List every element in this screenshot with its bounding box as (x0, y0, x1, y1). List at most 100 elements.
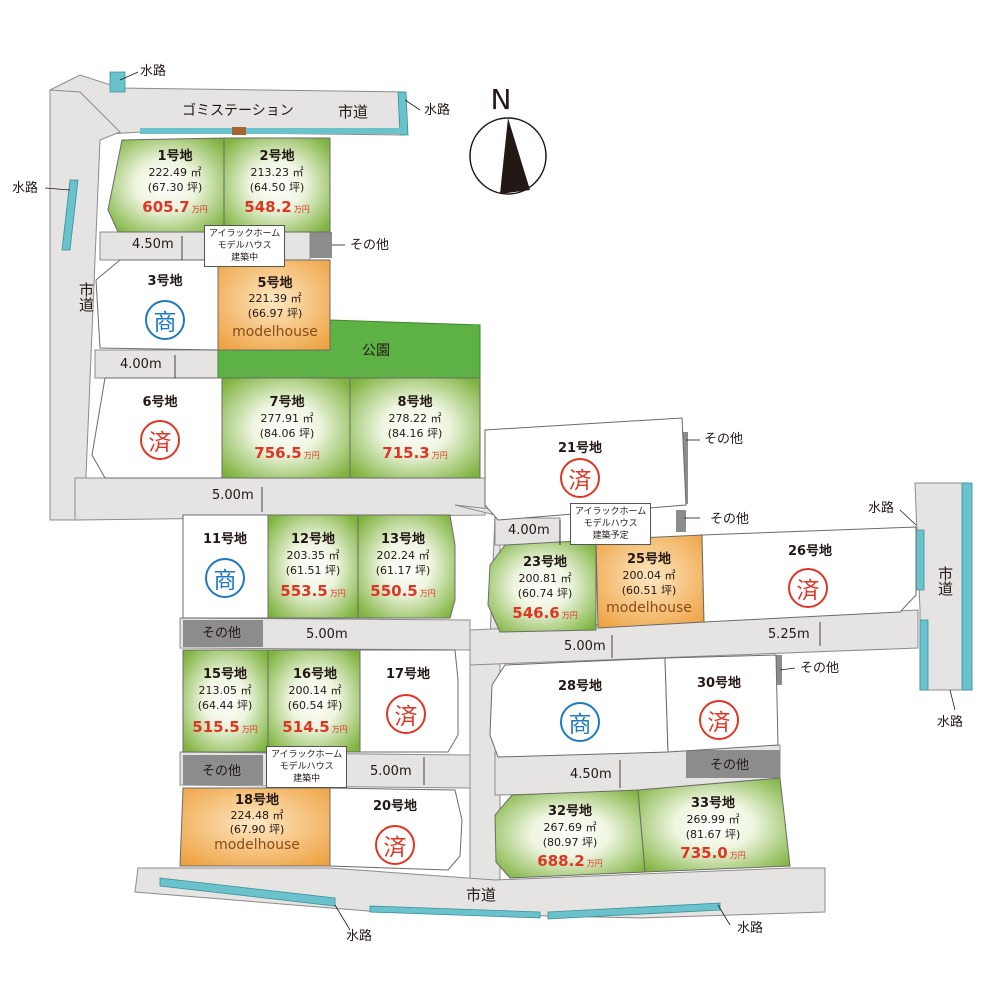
waterway-label-east: 水路 (868, 501, 895, 516)
lot-21-name[interactable]: 21号地 (557, 441, 603, 456)
lot-25-name[interactable]: 25号地 (626, 552, 672, 567)
lot-18-name[interactable]: 18号地 (234, 793, 280, 808)
other-label-11: その他 (202, 626, 242, 641)
lot-15-name[interactable]: 15号地 (202, 667, 248, 682)
callout-lot5: アイラックホーム モデルハウス 建築中 (204, 225, 286, 267)
lot-8-area: 278.22 ㎡ (388, 412, 442, 425)
lot-2-price-value: 548.2 (244, 198, 292, 216)
width-label-500-mid: 5.00m (306, 627, 348, 642)
lot-12-tsubo: (61.51 坪) (285, 564, 341, 577)
lot-30-sold-badge: 済 (699, 700, 739, 740)
width-label-500-main: 5.00m (212, 488, 254, 503)
width-label-525: 5.25m (768, 627, 810, 642)
lot-21-sold-badge: 済 (560, 458, 600, 498)
lot-5-name[interactable]: 5号地 (257, 276, 293, 291)
price-unit: 万円 (561, 611, 578, 620)
lot-6-name[interactable]: 6号地 (142, 395, 178, 410)
waterway-left (61, 179, 79, 251)
lot-32-area: 267.69 ㎡ (543, 821, 597, 834)
waterway-east-2 (961, 482, 973, 691)
lot-25-area: 200.04 ㎡ (622, 569, 676, 582)
lot-6-sold-badge: 済 (140, 420, 180, 460)
lot-32-name[interactable]: 32号地 (547, 804, 593, 819)
other-areas (183, 232, 782, 785)
price-unit: 万円 (191, 205, 208, 214)
price-unit: 万円 (729, 851, 746, 860)
lot-28-name[interactable]: 28号地 (557, 679, 603, 694)
other-area-top (310, 232, 332, 258)
lot-30-name[interactable]: 30号地 (696, 676, 742, 691)
garbage-station[interactable] (232, 127, 246, 135)
lot-23-tsubo: (60.74 坪) (517, 587, 573, 600)
park-label: 公園 (362, 343, 390, 359)
width-label-450-low: 4.50m (570, 767, 612, 782)
waterway-label-east-bottom: 水路 (937, 715, 964, 730)
lot-3-name[interactable]: 3号地 (147, 274, 183, 289)
callout-line: アイラックホーム (209, 229, 281, 239)
lot-20-name[interactable]: 20号地 (372, 799, 418, 814)
lot-32-price-value: 688.2 (537, 852, 585, 870)
lot-17-name[interactable]: 17号地 (385, 667, 431, 682)
price-unit: 万円 (431, 451, 448, 460)
lot-2-tsubo: (64.50 坪) (249, 181, 305, 194)
other-area-30 (776, 655, 782, 685)
lot-13-area: 202.24 ㎡ (376, 549, 430, 562)
lot-17-sold-badge: 済 (386, 694, 426, 734)
lot-7-name[interactable]: 7号地 (269, 395, 305, 410)
lot-16-price-value: 514.5 (282, 718, 330, 736)
lot-15-price-value: 515.5 (192, 718, 240, 736)
width-label-450-top: 4.50m (132, 237, 174, 252)
garbage-station-label[interactable]: ゴミステーション (182, 103, 294, 119)
lot-12-name[interactable]: 12号地 (290, 532, 336, 547)
lot-13-name[interactable]: 13号地 (380, 532, 426, 547)
other-label-33: その他 (710, 758, 750, 773)
road-south (134, 867, 826, 919)
lot-8-price-value: 715.3 (382, 444, 430, 462)
road-label-east: 市道 (936, 566, 954, 596)
waterway-top (397, 91, 409, 136)
lot-12-area: 203.35 ㎡ (286, 549, 340, 562)
lot-33-shape (637, 777, 791, 873)
lot-11-name[interactable]: 11号地 (202, 532, 248, 547)
lot-5-tsubo: (66.97 坪) (247, 307, 303, 320)
lot-12-price-value: 553.5 (280, 582, 328, 600)
lot-1-name[interactable]: 1号地 (157, 149, 193, 164)
lot-1-shape (107, 137, 225, 233)
lot-16-name[interactable]: 16号地 (292, 667, 338, 682)
other-area-15 (183, 755, 263, 785)
lot-5-area: 221.39 ㎡ (248, 292, 302, 305)
road-label-north: 市道 (338, 103, 369, 121)
lot-15-area: 213.05 ㎡ (198, 684, 252, 697)
other-label-15: その他 (202, 764, 242, 779)
width-label-500-low: 5.00m (370, 764, 412, 779)
lot-33-price-value: 735.0 (680, 844, 728, 862)
lot-8-name[interactable]: 8号地 (397, 395, 433, 410)
price-unit: 万円 (303, 451, 320, 460)
lot-23-price-value: 546.6 (512, 604, 560, 622)
lot-26-name[interactable]: 26号地 (787, 544, 833, 559)
lot-23-name[interactable]: 23号地 (522, 555, 568, 570)
width-label-400-left: 4.00m (120, 357, 162, 372)
lot-33-name[interactable]: 33号地 (690, 796, 736, 811)
waterway-top-left (109, 71, 126, 93)
callout-line: モデルハウス (279, 762, 334, 772)
other-area-11 (183, 620, 263, 647)
lot-7-price-value: 756.5 (254, 444, 302, 462)
lot-2-name[interactable]: 2号地 (259, 149, 295, 164)
waterway-east-1 (915, 529, 925, 591)
lot-18-area: 224.48 ㎡ (230, 809, 284, 822)
lot-2-shape (223, 137, 331, 233)
callout-line: アイラックホーム (271, 750, 343, 760)
lot-11-commercial-badge: 商 (205, 558, 245, 598)
other-label-30: その他 (800, 661, 840, 676)
lot-2-area: 213.23 ㎡ (250, 166, 304, 179)
lot-20-sold-badge: 済 (375, 825, 415, 865)
lot-7-tsubo: (84.06 坪) (259, 427, 315, 440)
